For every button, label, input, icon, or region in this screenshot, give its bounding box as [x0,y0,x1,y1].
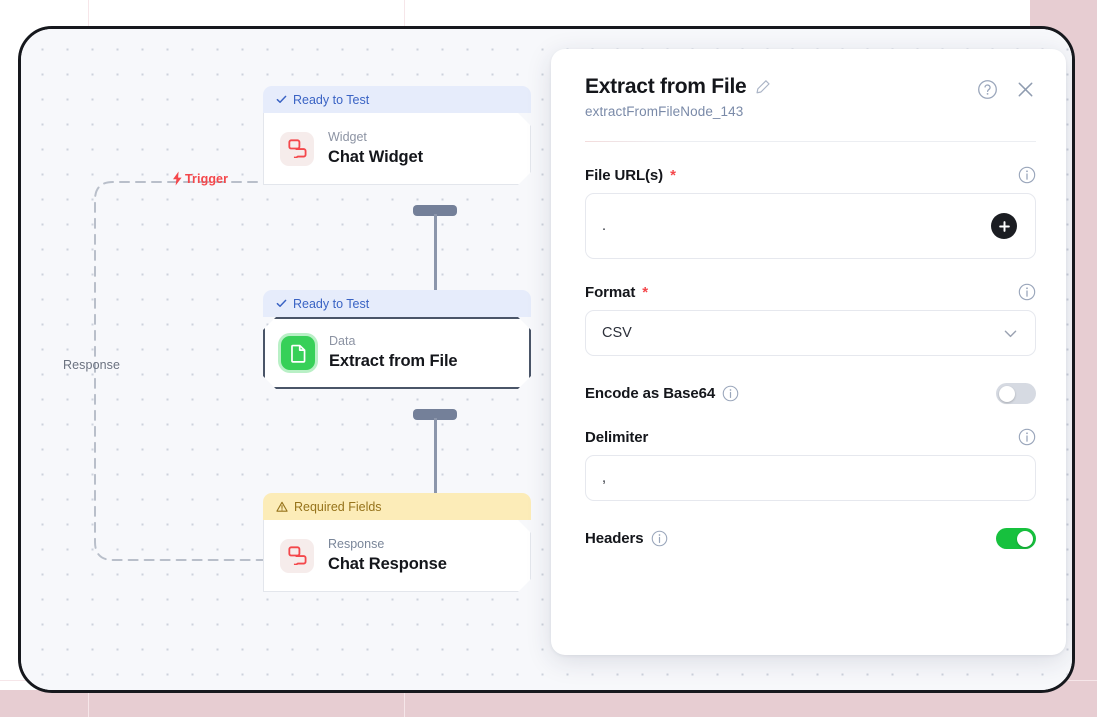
field-file-urls: File URL(s) * [585,166,1036,259]
node-text: Widget Chat Widget [328,129,423,168]
trigger-label-text: Trigger [185,171,229,186]
node-title: Chat Response [328,554,447,573]
file-urls-value: . [602,217,607,234]
node-status-badge: Ready to Test [263,290,531,317]
chevron-down-icon[interactable] [1002,325,1019,342]
lightning-bolt-icon [173,171,182,186]
node-body[interactable]: Widget Chat Widget [263,113,531,185]
field-headers: Headers [585,528,1036,549]
field-encode-base64: Encode as Base64 [585,383,1036,404]
app-frame: Trigger Response Rea [18,26,1075,693]
node-kicker: Widget [328,129,367,144]
format-select[interactable]: CSV [585,310,1036,356]
required-marker: * [642,283,648,301]
chat-bubbles-icon [280,539,314,573]
info-icon[interactable] [1018,166,1036,184]
encode-base64-toggle[interactable] [996,383,1036,404]
info-icon[interactable] [722,385,739,402]
node-body[interactable]: Response Chat Response [263,520,531,592]
panel-divider [585,141,1036,142]
node-status-text: Ready to Test [293,92,370,107]
node-kicker: Data [329,334,356,349]
field-label-format: Format * [585,283,648,301]
node-text: Response Chat Response [328,536,447,575]
headers-toggle[interactable] [996,528,1036,549]
field-label-file-urls: File URL(s) * [585,166,676,184]
format-value: CSV [602,324,632,341]
field-delimiter: Delimiter , [585,428,1036,501]
field-format: Format * [585,283,1036,356]
flow-node-chat-widget[interactable]: Ready to Test Widget Chat Widget [263,86,531,185]
plus-icon[interactable] [991,213,1017,239]
delimiter-value: , [602,469,607,486]
delimiter-input[interactable]: , [585,455,1036,501]
pencil-icon[interactable] [755,79,771,95]
info-icon[interactable] [651,530,668,547]
field-label-delimiter: Delimiter [585,428,649,446]
info-icon[interactable] [1018,283,1036,301]
trigger-label: Trigger [171,171,228,186]
workflow-canvas[interactable]: Trigger Response Rea [21,29,1072,690]
warning-triangle-icon [276,501,288,512]
required-marker: * [670,166,676,184]
node-title: Extract from File [329,352,458,371]
flow-node-extract-from-file[interactable]: Ready to Test Data Extract from File [263,290,531,389]
check-icon [276,299,287,307]
chat-bubbles-icon [280,132,314,166]
field-label-headers: Headers [585,530,668,547]
panel-title: Extract from File [585,75,747,98]
panel-node-id: extractFromFileNode_143 [585,104,744,119]
node-status-text: Ready to Test [293,296,370,311]
panel-header: Extract from File extractFromFileNode_14… [585,75,1036,119]
file-urls-input[interactable]: . [585,193,1036,259]
close-icon[interactable] [1015,79,1036,100]
field-label-encode-base64: Encode as Base64 [585,385,739,402]
question-circle-icon[interactable] [977,79,998,100]
node-status-badge: Ready to Test [263,86,531,113]
file-document-icon [281,336,315,370]
info-icon[interactable] [1018,428,1036,446]
node-kicker: Response [328,536,385,551]
response-label: Response [63,358,121,372]
node-text: Data Extract from File [329,333,458,372]
node-inspector-panel[interactable]: Extract from File extractFromFileNode_14… [551,49,1066,655]
node-title: Chat Widget [328,147,423,166]
node-status-text: Required Fields [294,499,382,514]
node-status-badge: Required Fields [263,493,531,520]
flow-node-chat-response[interactable]: Required Fields Response Chat Response [263,493,531,592]
check-icon [276,95,287,103]
node-body[interactable]: Data Extract from File [263,317,531,389]
